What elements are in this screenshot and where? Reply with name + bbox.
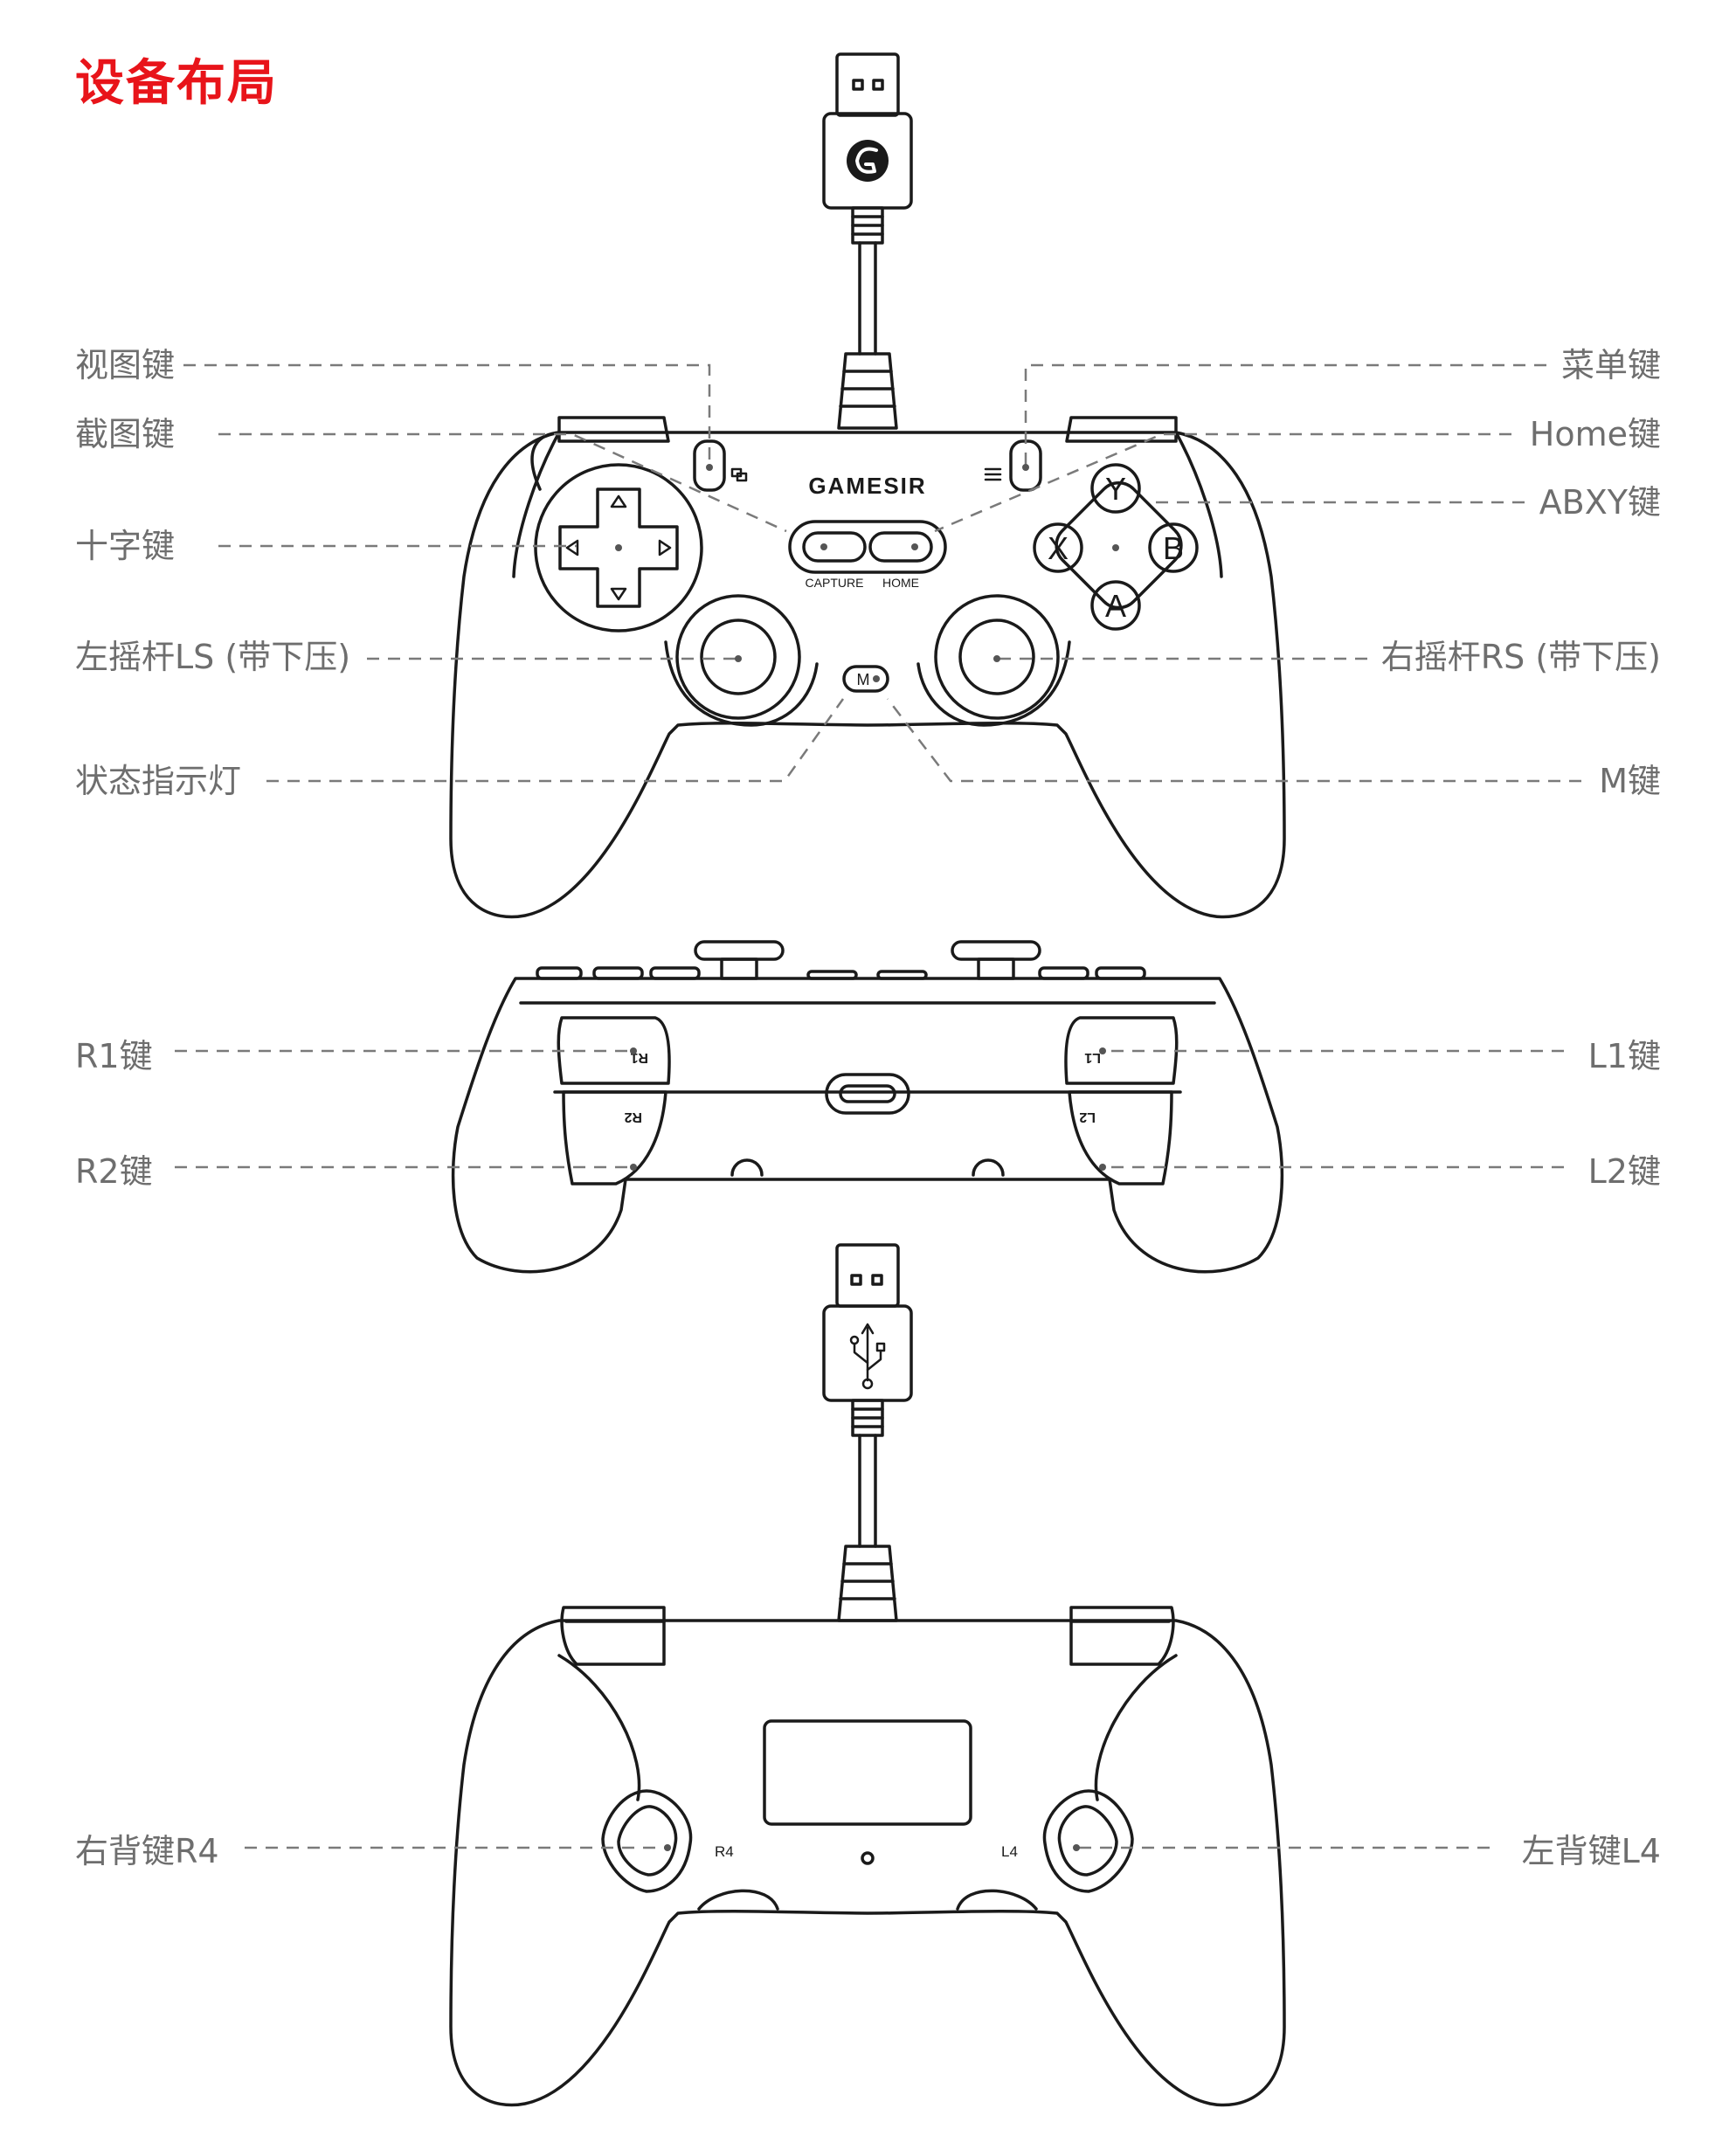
left-stick[interactable] [664, 594, 819, 727]
front-view: GAMESIR CAPTURE HOME [449, 52, 1286, 919]
l4-paddle-label: L4 [1001, 1843, 1018, 1860]
top-body-outline [451, 977, 1284, 1274]
label-m-button: M键 [1599, 762, 1661, 800]
label-r1-button: R1键 [75, 1037, 153, 1075]
l1-trigger[interactable] [1064, 1016, 1179, 1085]
x-button-label: X [1048, 530, 1069, 566]
l2-trigger-label: L2 [1079, 1109, 1096, 1124]
usb-c-port [825, 1073, 910, 1115]
b-button-label: B [1163, 530, 1184, 566]
usb-plug-bottom [822, 1243, 913, 1622]
dpad[interactable] [534, 463, 703, 633]
capture-label: CAPTURE [806, 576, 864, 590]
l4-paddle[interactable] [1042, 1789, 1134, 1893]
dpad-down-icon [610, 587, 627, 601]
abxy-buttons: Y X B A [1033, 463, 1199, 631]
label-home-button: Home键 [1529, 415, 1661, 453]
home-label: HOME [882, 576, 919, 590]
a-button[interactable] [1090, 580, 1141, 631]
r1-trigger[interactable] [557, 1016, 671, 1085]
l2-trigger[interactable] [1068, 1090, 1173, 1186]
home-button[interactable] [868, 531, 933, 563]
r4-paddle[interactable] [601, 1789, 693, 1893]
leader-lines [175, 363, 1581, 1849]
m-button[interactable] [842, 665, 889, 693]
view-button[interactable] [693, 439, 726, 492]
back-body-outline [449, 1619, 1286, 2107]
top-view: R1 R2 L1 L2 [451, 940, 1284, 1274]
r4-paddle-label: R4 [715, 1843, 734, 1860]
menu-icon [984, 467, 1002, 481]
a-button-label: A [1105, 588, 1126, 624]
brand-logo: GAMESIR [808, 473, 926, 499]
r2-trigger-label: R2 [624, 1109, 642, 1124]
right-stick[interactable] [916, 594, 1071, 727]
page-title: 设备布局 [75, 55, 278, 112]
label-l4-button: 左背键L4 [1521, 1832, 1661, 1870]
label-r2-button: R2键 [75, 1152, 153, 1191]
dpad-up-icon [610, 494, 627, 508]
back-view: R4 L4 [449, 1243, 1286, 2107]
leader-dots [615, 464, 1119, 1851]
view-icon [730, 467, 748, 482]
dpad-right-icon [658, 539, 672, 556]
label-menu-button: 菜单键 [1560, 346, 1661, 384]
label-left-stick: 左摇杆LS (带下压) [75, 638, 351, 676]
dpad-left-icon [565, 539, 579, 556]
y-button-label: Y [1105, 471, 1126, 507]
reset-hole [861, 1851, 875, 1865]
label-abxy-buttons: ABXY键 [1539, 483, 1661, 522]
m-button-label: M [857, 671, 870, 688]
back-sticker-area [763, 1719, 972, 1826]
front-body-outline [449, 431, 1286, 919]
label-screenshot-button: 截图键 [75, 415, 176, 453]
label-status-led: 状态指示灯 [75, 762, 242, 800]
b-button[interactable] [1148, 522, 1199, 573]
capture-button[interactable] [802, 531, 867, 563]
gamesir-logo-icon [847, 140, 889, 182]
l1-trigger-label: L1 [1084, 1050, 1101, 1065]
label-l2-button: L2键 [1587, 1152, 1661, 1191]
label-r4-button: 右背键R4 [75, 1832, 219, 1870]
label-l1-button: L1键 [1587, 1037, 1661, 1075]
label-view-button: 视图键 [75, 346, 176, 384]
x-button[interactable] [1033, 522, 1083, 573]
usb-icon [849, 1323, 886, 1390]
label-right-stick: 右摇杆RS (带下压) [1380, 638, 1661, 676]
r2-trigger[interactable] [562, 1090, 667, 1186]
y-button[interactable] [1090, 463, 1141, 514]
label-dpad: 十字键 [75, 527, 176, 565]
usb-plug-top [822, 52, 913, 430]
